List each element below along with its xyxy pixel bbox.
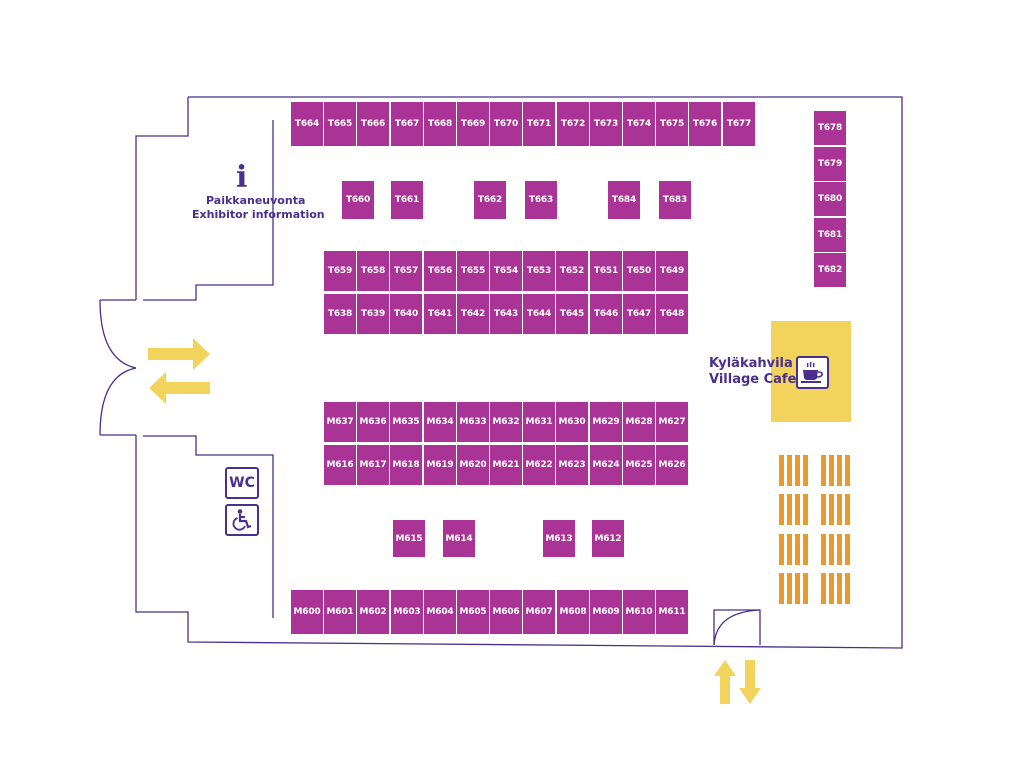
booth-m605[interactable]: M605 xyxy=(457,590,489,634)
booth-m622[interactable]: M622 xyxy=(523,445,555,485)
booth-m609[interactable]: M609 xyxy=(590,590,622,634)
booth-t684[interactable]: T684 xyxy=(608,181,640,219)
booth-m604[interactable]: M604 xyxy=(424,590,456,634)
booth-m615[interactable]: M615 xyxy=(393,520,425,557)
booth-m623[interactable]: M623 xyxy=(556,445,588,485)
booth-t654[interactable]: T654 xyxy=(490,251,522,291)
booth-t645[interactable]: T645 xyxy=(556,294,588,334)
booth-m624[interactable]: M624 xyxy=(590,445,622,485)
booth-t670[interactable]: T670 xyxy=(490,102,522,146)
booth-t643[interactable]: T643 xyxy=(490,294,522,334)
booth-m611[interactable]: M611 xyxy=(656,590,688,634)
cafe-label-en: Village Cafe xyxy=(709,372,797,387)
booth-t660[interactable]: T660 xyxy=(342,181,374,219)
booth-t665[interactable]: T665 xyxy=(324,102,356,146)
booth-t640[interactable]: T640 xyxy=(390,294,422,334)
booth-m606[interactable]: M606 xyxy=(490,590,522,634)
booth-m602[interactable]: M602 xyxy=(357,590,389,634)
booth-t653[interactable]: T653 xyxy=(523,251,555,291)
booth-t673[interactable]: T673 xyxy=(590,102,622,146)
booth-t644[interactable]: T644 xyxy=(523,294,555,334)
booth-t639[interactable]: T639 xyxy=(357,294,389,334)
booth-m627[interactable]: M627 xyxy=(656,402,688,442)
booth-t682[interactable]: T682 xyxy=(814,253,846,287)
booth-t677[interactable]: T677 xyxy=(723,102,755,146)
wc-sign: WC xyxy=(225,467,259,499)
booth-t647[interactable]: T647 xyxy=(623,294,655,334)
booth-t648[interactable]: T648 xyxy=(656,294,688,334)
booth-t667[interactable]: T667 xyxy=(391,102,423,146)
booth-t661[interactable]: T661 xyxy=(391,181,423,219)
booth-t676[interactable]: T676 xyxy=(689,102,721,146)
booth-m626[interactable]: M626 xyxy=(656,445,688,485)
booth-m618[interactable]: M618 xyxy=(390,445,422,485)
booth-t638[interactable]: T638 xyxy=(324,294,356,334)
booth-m607[interactable]: M607 xyxy=(523,590,555,634)
booth-t666[interactable]: T666 xyxy=(357,102,389,146)
booth-m630[interactable]: M630 xyxy=(556,402,588,442)
booth-t662[interactable]: T662 xyxy=(474,181,506,219)
booth-t658[interactable]: T658 xyxy=(357,251,389,291)
booth-t681[interactable]: T681 xyxy=(814,218,846,252)
booth-m631[interactable]: M631 xyxy=(523,402,555,442)
booth-t646[interactable]: T646 xyxy=(590,294,622,334)
booth-t678[interactable]: T678 xyxy=(814,111,846,145)
booth-t683[interactable]: T683 xyxy=(659,181,691,219)
booth-t680[interactable]: T680 xyxy=(814,182,846,216)
booth-t672[interactable]: T672 xyxy=(557,102,589,146)
booth-m620[interactable]: M620 xyxy=(457,445,489,485)
booth-t675[interactable]: T675 xyxy=(656,102,688,146)
booth-t674[interactable]: T674 xyxy=(623,102,655,146)
booth-m635[interactable]: M635 xyxy=(390,402,422,442)
booth-t671[interactable]: T671 xyxy=(523,102,555,146)
booth-m616[interactable]: M616 xyxy=(324,445,356,485)
booth-m628[interactable]: M628 xyxy=(623,402,655,442)
booth-m601[interactable]: M601 xyxy=(324,590,356,634)
coffee-cup-icon xyxy=(796,356,829,389)
booth-t641[interactable]: T641 xyxy=(424,294,456,334)
info-label-fi: Paikkaneuvonta xyxy=(206,194,306,207)
booth-m619[interactable]: M619 xyxy=(424,445,456,485)
cafe-label-fi: Kyläkahvila xyxy=(709,356,793,371)
booth-t664[interactable]: T664 xyxy=(291,102,323,146)
booth-m608[interactable]: M608 xyxy=(557,590,589,634)
booth-t642[interactable]: T642 xyxy=(457,294,489,334)
booth-t659[interactable]: T659 xyxy=(324,251,356,291)
booth-t655[interactable]: T655 xyxy=(457,251,489,291)
booth-t679[interactable]: T679 xyxy=(814,147,846,181)
wc-label: WC xyxy=(229,475,255,491)
booth-t663[interactable]: T663 xyxy=(525,181,557,219)
booth-t657[interactable]: T657 xyxy=(390,251,422,291)
wheelchair-icon xyxy=(225,504,259,536)
booth-t668[interactable]: T668 xyxy=(424,102,456,146)
booth-m633[interactable]: M633 xyxy=(457,402,489,442)
booth-t652[interactable]: T652 xyxy=(556,251,588,291)
booth-m614[interactable]: M614 xyxy=(443,520,475,557)
booth-m603[interactable]: M603 xyxy=(391,590,423,634)
booth-t656[interactable]: T656 xyxy=(424,251,456,291)
booth-m621[interactable]: M621 xyxy=(490,445,522,485)
info-icon: i xyxy=(236,160,248,195)
booth-m617[interactable]: M617 xyxy=(357,445,389,485)
booth-t651[interactable]: T651 xyxy=(590,251,622,291)
booth-t669[interactable]: T669 xyxy=(457,102,489,146)
booth-m632[interactable]: M632 xyxy=(490,402,522,442)
booth-t649[interactable]: T649 xyxy=(656,251,688,291)
booth-m610[interactable]: M610 xyxy=(623,590,655,634)
booth-m600[interactable]: M600 xyxy=(291,590,323,634)
booth-m613[interactable]: M613 xyxy=(543,520,575,557)
booth-m637[interactable]: M637 xyxy=(324,402,356,442)
booth-m634[interactable]: M634 xyxy=(424,402,456,442)
booth-m625[interactable]: M625 xyxy=(623,445,655,485)
booth-m629[interactable]: M629 xyxy=(590,402,622,442)
booth-m612[interactable]: M612 xyxy=(592,520,624,557)
booth-t650[interactable]: T650 xyxy=(623,251,655,291)
info-label-en: Exhibitor information xyxy=(192,208,325,221)
booth-m636[interactable]: M636 xyxy=(357,402,389,442)
